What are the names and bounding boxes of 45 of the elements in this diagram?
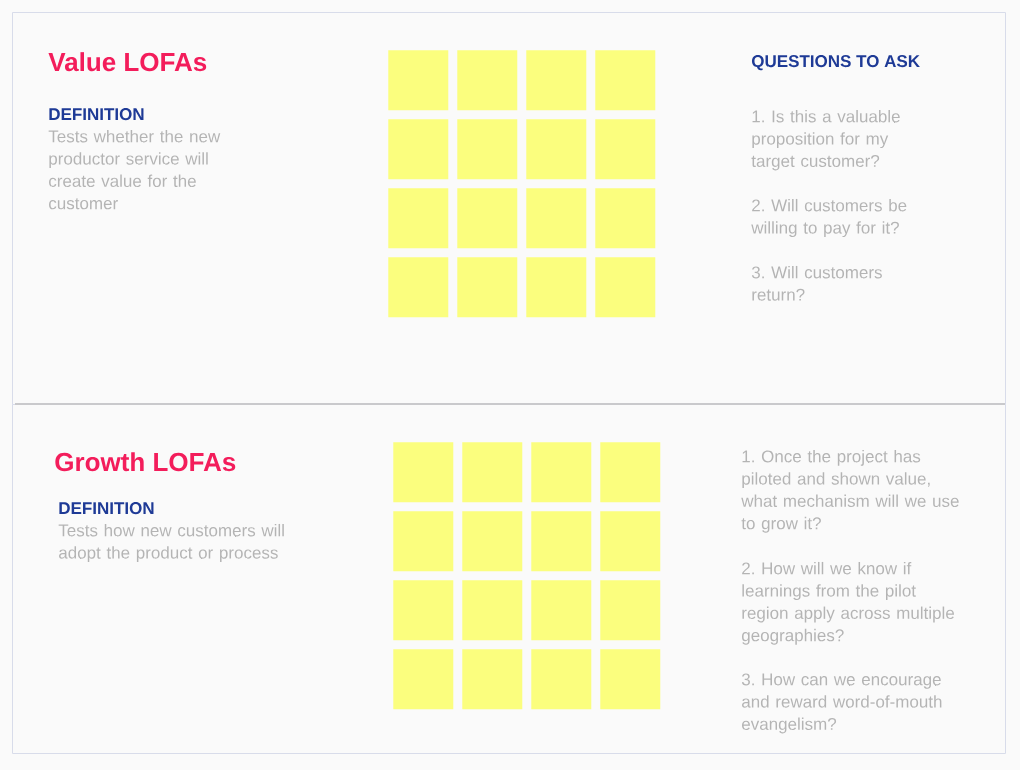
sticky-note [388, 119, 449, 180]
sticky-note [457, 50, 518, 111]
sticky-note [600, 442, 661, 503]
definition-text: Tests whether the new productor service will create value for the customer [48, 129, 221, 210]
sticky-note [393, 649, 454, 710]
sticky-note [595, 188, 656, 249]
sticky-note [388, 50, 449, 111]
sticky-note [600, 511, 661, 572]
question-text: 1. Is this a valuable proposition for my target customer? [751, 109, 900, 171]
sticky-note [595, 50, 656, 111]
sticky-note [462, 580, 523, 641]
question-text: 2. Will customers be willing to pay for it? [751, 198, 907, 238]
sticky-note [531, 649, 592, 710]
section-heading: QUESTIONS TO ASK [751, 55, 920, 71]
sticky-note [531, 511, 592, 572]
definition-text: Tests how new customers will adopt the product or process [58, 523, 284, 563]
sticky-note [526, 188, 587, 249]
sticky-note [393, 442, 454, 503]
question-text: 2. How will we know if learnings from the pilot region apply across multiple geographies? [742, 561, 954, 645]
sticky-note [388, 188, 449, 249]
question-text: 3. How can we encourage and reward word-of-mouth evangelism? [741, 673, 942, 734]
sticky-note [462, 442, 523, 503]
sticky-note [600, 580, 661, 641]
sticky-note [393, 511, 454, 572]
sticky-note [457, 119, 518, 180]
sticky-note [526, 119, 587, 180]
sticky-note [531, 580, 592, 641]
sticky-note [531, 442, 592, 503]
section-heading: DEFINITION [59, 502, 154, 515]
sticky-note [393, 580, 454, 641]
sticky-note [457, 257, 518, 318]
section-title: Growth LOFAs [55, 452, 236, 472]
sticky-note [526, 50, 587, 111]
sticky-note [457, 188, 518, 249]
sticky-note [600, 649, 661, 710]
section-title: Value LOFAs [48, 52, 207, 72]
sticky-note [595, 257, 656, 318]
section-heading: DEFINITION [49, 108, 144, 121]
sticky-note [462, 511, 523, 572]
question-text: 3. Will customers return? [751, 265, 882, 301]
sticky-note [526, 257, 587, 318]
sticky-note [388, 257, 449, 318]
sticky-note [462, 649, 523, 710]
question-text: 1. Once the project has piloted and shown value, what mechanism will we use to grow it? [741, 449, 959, 533]
sticky-note [595, 119, 656, 180]
